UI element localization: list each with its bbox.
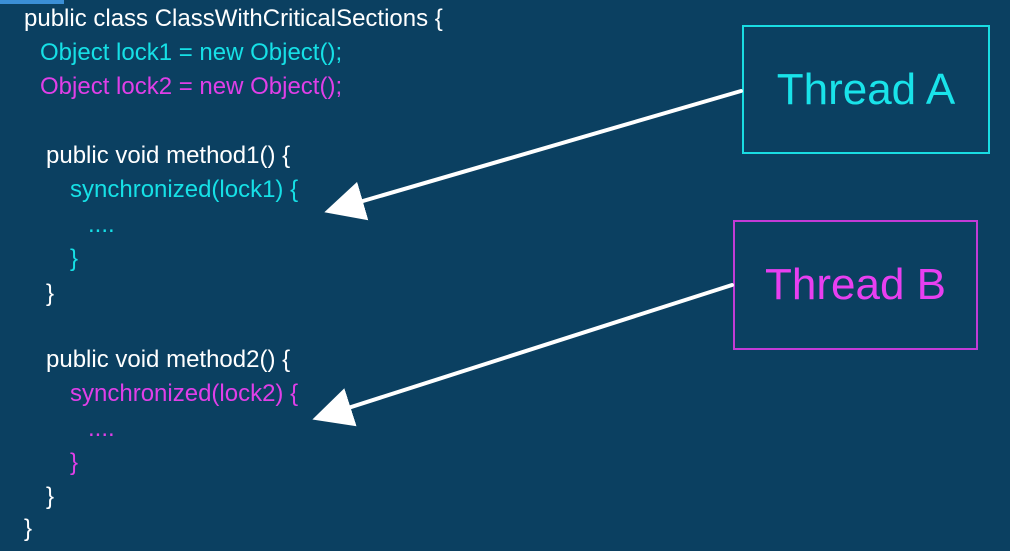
- code-line-method2-body: ....: [88, 415, 115, 442]
- code-line-method1-signature: public void method1() {: [46, 142, 291, 169]
- code-line-synchronized-lock2: synchronized(lock2) {: [70, 380, 299, 407]
- code-line-method1-body: ....: [88, 211, 115, 238]
- top-accent-bar: [0, 0, 64, 4]
- code-line-lock1-field: Object lock1 = new Object();: [40, 39, 343, 66]
- arrow-thread-b-to-lock2: [312, 283, 734, 427]
- code-line-sync2-close: }: [70, 449, 79, 476]
- code-line-method2-signature: public void method2() {: [46, 346, 291, 373]
- thread-b-label: Thread B: [765, 260, 946, 309]
- code-line-sync1-close: }: [70, 245, 79, 272]
- code-line-class-declaration: public class ClassWithCriticalSections {: [24, 5, 443, 32]
- arrow-thread-a-to-lock1: [324, 89, 743, 221]
- thread-a-label: Thread A: [776, 64, 956, 114]
- code-line-class-close: }: [24, 515, 33, 542]
- thread-b-box: Thread B: [733, 220, 978, 350]
- thread-a-box: Thread A: [742, 25, 990, 154]
- code-line-method2-close: }: [46, 483, 55, 510]
- code-line-method1-close: }: [46, 280, 55, 307]
- code-line-synchronized-lock1: synchronized(lock1) {: [70, 176, 299, 203]
- code-line-lock2-field: Object lock2 = new Object();: [40, 73, 343, 100]
